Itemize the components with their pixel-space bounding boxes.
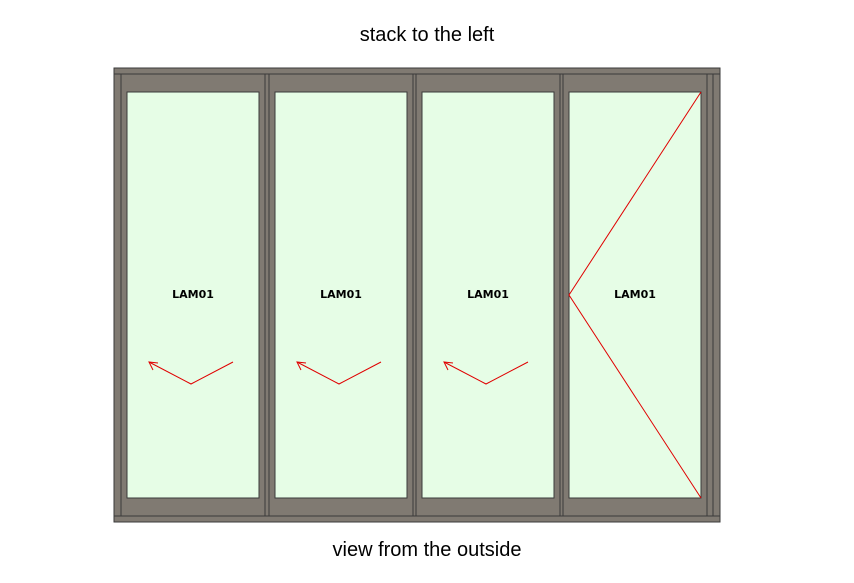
- diagram-title: stack to the left: [359, 24, 495, 46]
- hinge-swing-marking: [568, 91, 702, 499]
- fold-direction-arrow: [148, 361, 234, 385]
- panel-glass: [421, 91, 555, 499]
- panel-label: LAM01: [467, 288, 509, 301]
- panel-glass: [568, 91, 702, 499]
- door-panel: LAM01: [120, 73, 266, 517]
- panel-label: LAM01: [172, 288, 214, 301]
- diagram-footer: view from the outside: [332, 539, 522, 561]
- fold-direction-arrow: [443, 361, 529, 385]
- panel-glass: [274, 91, 408, 499]
- door-panel: LAM01: [562, 73, 708, 517]
- arrow-head: [296, 361, 307, 371]
- panel-label: LAM01: [320, 288, 362, 301]
- door-panels: LAM01 LAM01 LAM01 LAM01: [120, 73, 708, 517]
- arrow-head: [148, 361, 159, 371]
- panel-label: LAM01: [614, 288, 656, 301]
- panel-glass: [126, 91, 260, 499]
- door-panel: LAM01: [268, 73, 414, 517]
- fold-direction-arrow: [296, 361, 382, 385]
- arrow-head: [443, 361, 454, 371]
- door-panel: LAM01: [415, 73, 561, 517]
